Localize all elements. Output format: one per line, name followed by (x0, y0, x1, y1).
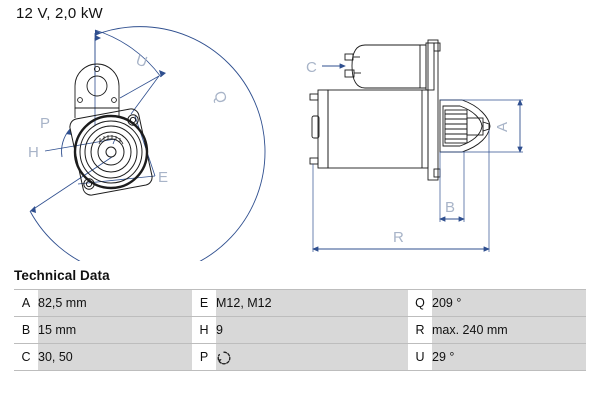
dimension-label-C: C (306, 59, 317, 76)
b-dimension: B (439, 152, 465, 222)
r-dimension: R (312, 130, 490, 252)
front-view-solenoid-outline (74, 63, 120, 118)
side-view-solenoid (344, 42, 435, 91)
side-view-motor-body (309, 89, 429, 169)
dimension-label-B: B (445, 199, 455, 216)
dimension-label-A: A (494, 122, 511, 132)
table-row: B 15 mm H 9 R max. 240 mm (14, 316, 586, 344)
dimension-label-R: R (393, 229, 404, 246)
side-view-pinion-gear (444, 109, 490, 144)
table-row: C 30, 50 P U 29 ° (14, 343, 586, 371)
clockwise-rotation-icon (216, 349, 232, 365)
row-key-c: C (14, 343, 38, 371)
row-key-q: Q (408, 289, 432, 317)
row-value-r: max. 240 mm (432, 316, 586, 344)
dimension-label-H: H (28, 144, 39, 161)
row-value-b: 15 mm (38, 316, 192, 344)
q-dimension-arc: Q (29, 26, 266, 261)
row-value-e: M12, M12 (216, 289, 408, 317)
c-dimension-callout: C (306, 59, 346, 76)
front-view-mounting-flange (69, 108, 153, 196)
row-value-h: 9 (216, 316, 408, 344)
front-view-drive-end-circles (73, 114, 149, 190)
technical-data-section: Technical Data A 82,5 mm E M12, M12 Q 20… (0, 264, 600, 371)
row-key-p: P (192, 343, 216, 371)
a-dimension: A (440, 99, 523, 153)
dimension-label-Q: Q (210, 89, 230, 105)
front-view-pinion-teeth (98, 135, 124, 145)
dimension-label-E: E (158, 169, 168, 186)
page-title: 12 V, 2,0 kW (16, 5, 103, 22)
row-key-b: B (14, 316, 38, 344)
row-key-u: U (408, 343, 432, 371)
starter-front-view: Q U P (28, 26, 266, 261)
row-value-u: 29 ° (432, 343, 586, 371)
dimension-label-P: P (40, 115, 50, 132)
drawing-area: Q U P (0, 26, 600, 261)
technical-data-heading: Technical Data (14, 268, 110, 283)
row-value-c: 30, 50 (38, 343, 192, 371)
row-key-h: H (192, 316, 216, 344)
row-value-p (216, 343, 408, 371)
starter-side-view: C (306, 39, 523, 252)
p-rotation-indicator: P (40, 115, 72, 158)
side-view-nose-cone (439, 99, 491, 153)
row-key-r: R (408, 316, 432, 344)
row-key-e: E (192, 289, 216, 317)
technical-drawings-svg: Q U P (28, 26, 523, 261)
technical-data-table: A 82,5 mm E M12, M12 Q 209 ° B 15 mm H 9… (14, 289, 586, 371)
row-value-a: 82,5 mm (38, 289, 192, 317)
table-row: A 82,5 mm E M12, M12 Q 209 ° (14, 289, 586, 317)
row-key-a: A (14, 289, 38, 317)
u-dimension-sector: U (94, 29, 166, 115)
dimension-label-U: U (134, 52, 150, 72)
row-value-q: 209 ° (432, 289, 586, 317)
